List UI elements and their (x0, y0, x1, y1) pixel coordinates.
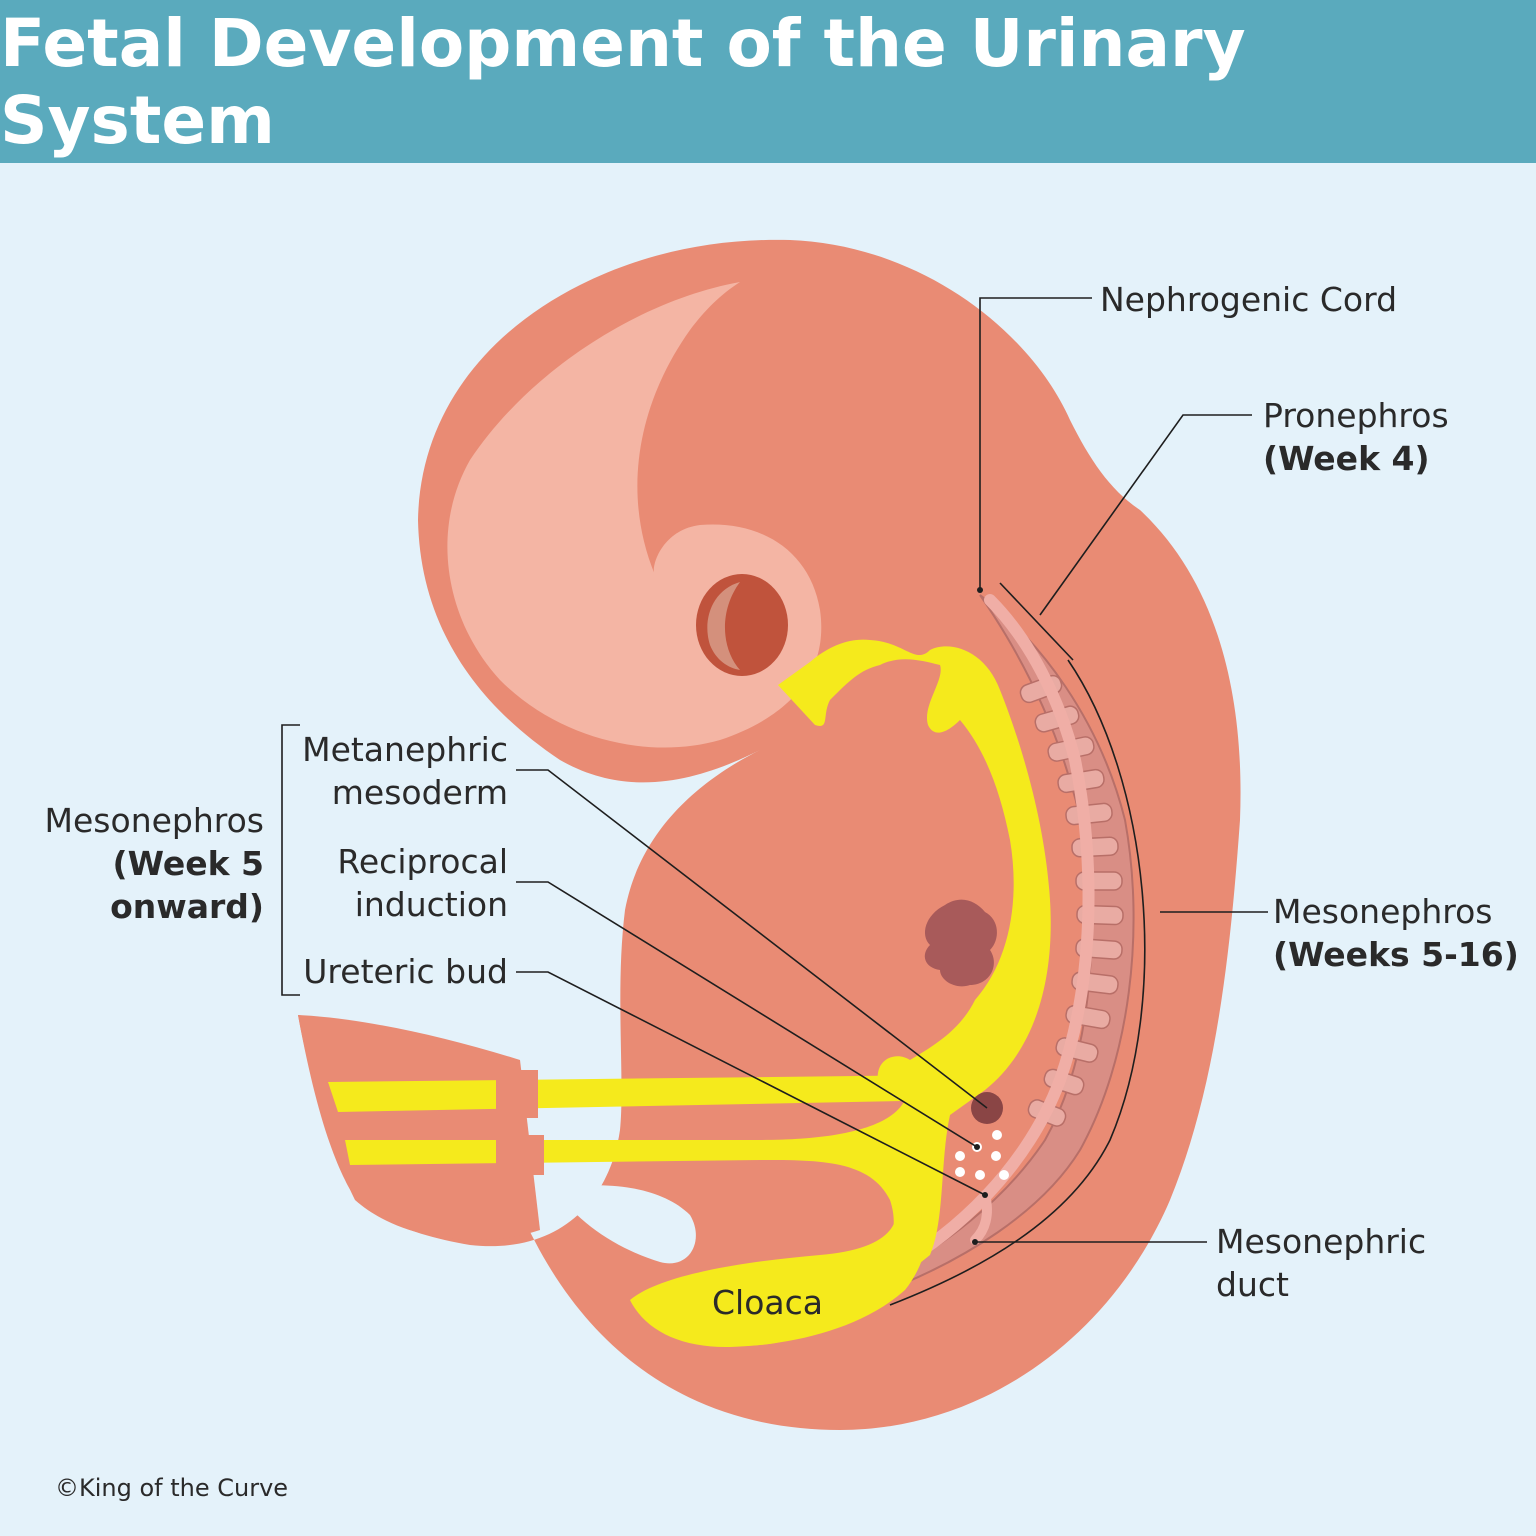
gut-tract (345, 639, 1051, 1346)
mesonephros-left-time-2: onward) (110, 887, 264, 926)
reciprocal-line2: induction (354, 885, 508, 924)
upper-tube (328, 1075, 955, 1112)
metanephric-line1: Metanephric (302, 730, 508, 769)
label-reciprocal-induction: Reciprocal induction (300, 840, 508, 926)
copyright-notice: ©King of the Curve (55, 1474, 289, 1502)
reciprocal-line1: Reciprocal (337, 842, 508, 881)
label-mesonephric-duct: Mesonephric duct (1216, 1220, 1426, 1306)
nephrogenic-cord-text: Nephrogenic Cord (1100, 280, 1398, 319)
eye-highlight (707, 582, 740, 670)
page-title: Fetal Development of the Urinary System (0, 4, 1246, 159)
mesonephric-duct-line1: Mesonephric (1216, 1222, 1427, 1261)
mesonephric-duct-line2: duct (1216, 1265, 1289, 1304)
pronephros-text: Pronephros (1263, 396, 1449, 435)
metanephric-line2: mesoderm (331, 773, 508, 812)
label-nephrogenic-cord: Nephrogenic Cord (1100, 278, 1397, 321)
leader-lines (281, 297, 1268, 1306)
label-metanephric-mesoderm: Metanephric mesoderm (300, 728, 508, 814)
title-banner: Fetal Development of the Urinary System (0, 0, 1536, 163)
liver-organ (924, 899, 997, 987)
tail-notch (555, 1185, 696, 1264)
embryo-tail (298, 1015, 540, 1240)
tube-gap-1 (496, 1070, 538, 1118)
pronephros-time-text: (Week 4) (1263, 439, 1430, 478)
mesonephros-left-time-1: (Week 5 (112, 844, 264, 883)
ureteric-bud-text: Ureteric bud (303, 952, 508, 991)
mesonephric-duct-tube (854, 594, 1095, 1291)
tube-gap-2 (496, 1135, 544, 1175)
label-mesonephros-left: Mesonephros (Week 5 onward) (40, 799, 264, 928)
leader-dots (972, 587, 988, 1245)
label-pronephros: Pronephros (Week 4) (1263, 394, 1449, 480)
ureteric-bud-shape (970, 1190, 992, 1245)
label-cloaca: Cloaca (712, 1281, 823, 1324)
cloaca-region (630, 1190, 929, 1348)
cloaca-text: Cloaca (712, 1283, 823, 1322)
label-ureteric-bud: Ureteric bud (300, 950, 508, 993)
mesonephros-right-time-text: (Weeks 5-16) (1273, 935, 1519, 974)
mesonephros-left-text: Mesonephros (44, 801, 264, 840)
mesonephros-right-text: Mesonephros (1273, 892, 1493, 931)
label-mesonephros-right: Mesonephros (Weeks 5-16) (1273, 890, 1519, 976)
